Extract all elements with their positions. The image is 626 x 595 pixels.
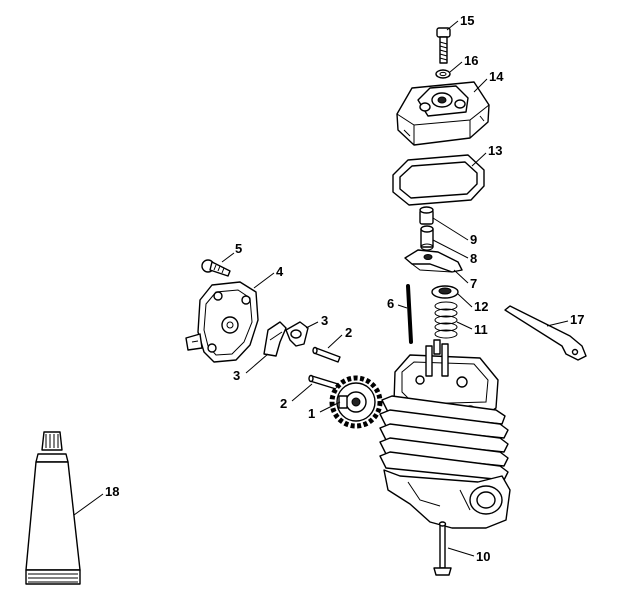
part-12-spring-retainer [431,285,459,299]
callout-11: 11 [474,322,488,337]
callout-2-upper: 2 [345,325,352,340]
leader-11 [456,321,473,330]
part-15-screw [436,27,451,64]
leader-6 [397,304,408,309]
part-2-pin-upper [312,346,341,363]
leader-16 [449,61,463,73]
leader-12 [457,293,473,308]
leader-18 [73,493,104,516]
leader-2-upper [327,334,343,349]
part-4-gear-cover [185,281,259,363]
callout-5: 5 [235,241,242,256]
part-14-valve-cover [396,81,490,146]
leader-13 [471,152,487,167]
callout-16: 16 [464,53,478,68]
part-6-push-rod [406,284,413,344]
part-9-valve-cap [419,206,434,225]
part-1-cam-gear [329,375,383,429]
leader-15 [446,20,459,31]
callout-7: 7 [470,276,477,291]
leader-4 [253,272,275,289]
part-5-screw [201,259,231,277]
leader-1 [319,401,341,413]
callout-3-right: 3 [321,313,328,328]
leader-7 [453,269,469,284]
callout-9: 9 [470,232,477,247]
callout-4: 4 [276,264,284,279]
callout-13: 13 [488,143,502,158]
part-8-pivot-bushing [420,225,434,251]
callout-labels: 15 16 14 13 9 8 7 12 11 6 17 5 4 3 3 2 2… [105,13,584,564]
callout-15: 15 [460,13,474,28]
part-17-adjustment-tool [504,305,587,361]
callout-3-left: 3 [233,368,240,383]
callout-10: 10 [476,549,490,564]
leader-2-lower [291,383,313,402]
leader-3-right [305,321,319,329]
leader-17 [546,320,569,327]
leader-8 [432,239,469,259]
leader-9 [432,217,469,241]
part-10-valve [433,521,452,576]
callout-17: 17 [570,312,584,327]
callout-8: 8 [470,251,477,266]
callout-1: 1 [308,406,315,421]
leader-3-left [245,353,269,374]
part-18-grease-tube [25,431,81,585]
part-3-cam-follower-right [285,321,309,347]
part-3-cam-follower-left [263,321,287,357]
part-13-gasket [392,154,485,206]
callout-6: 6 [387,296,394,311]
cylinder-block [379,339,511,529]
part-7-rocker-arm [404,249,463,273]
part-11-valve-spring [434,301,458,339]
leader-5 [221,252,235,263]
leader-lines [73,20,569,557]
callout-18: 18 [105,484,119,499]
part-2-pin-lower [308,374,339,390]
leader-10 [447,547,475,557]
callout-12: 12 [474,299,488,314]
leader-14 [473,78,488,93]
callout-2-lower: 2 [280,396,287,411]
part-16-washer [435,69,451,79]
callout-14: 14 [489,69,504,84]
